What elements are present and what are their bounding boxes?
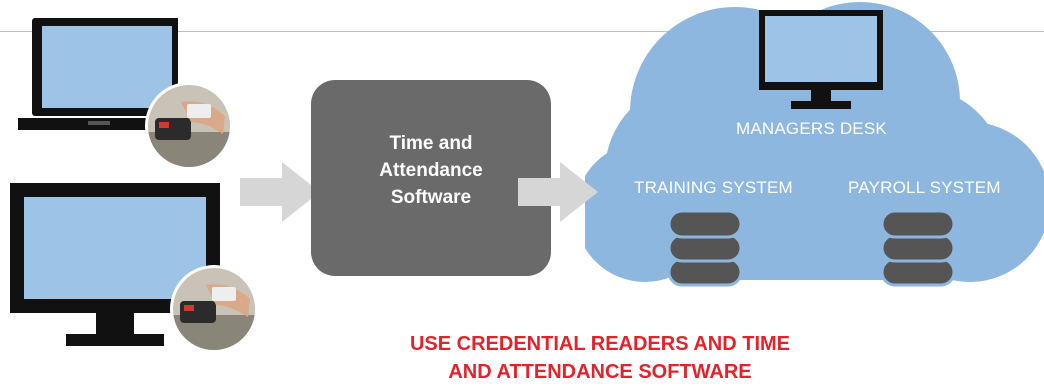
arrow-right-icon [518, 162, 598, 222]
training-system-label: TRAINING SYSTEM [634, 178, 793, 197]
database-icon [667, 207, 743, 287]
card-reader-photo-icon [170, 265, 258, 353]
time-attendance-software-box [311, 80, 551, 276]
payroll-system-label: PAYROLL SYSTEM [848, 178, 1001, 197]
desktop-monitor-icon [759, 10, 883, 110]
managers-desk-label: MANAGERS DESK [736, 119, 887, 138]
card-reader-photo-icon [145, 82, 233, 170]
software-box-label: Time and Attendance Software [379, 133, 483, 208]
laptop-icon [18, 18, 178, 130]
top-divider [0, 31, 1044, 32]
caption: USE CREDENTIAL READERS AND TIME AND ATTE… [409, 333, 791, 383]
arrow-right-icon [240, 162, 320, 222]
database-icon [880, 207, 956, 287]
